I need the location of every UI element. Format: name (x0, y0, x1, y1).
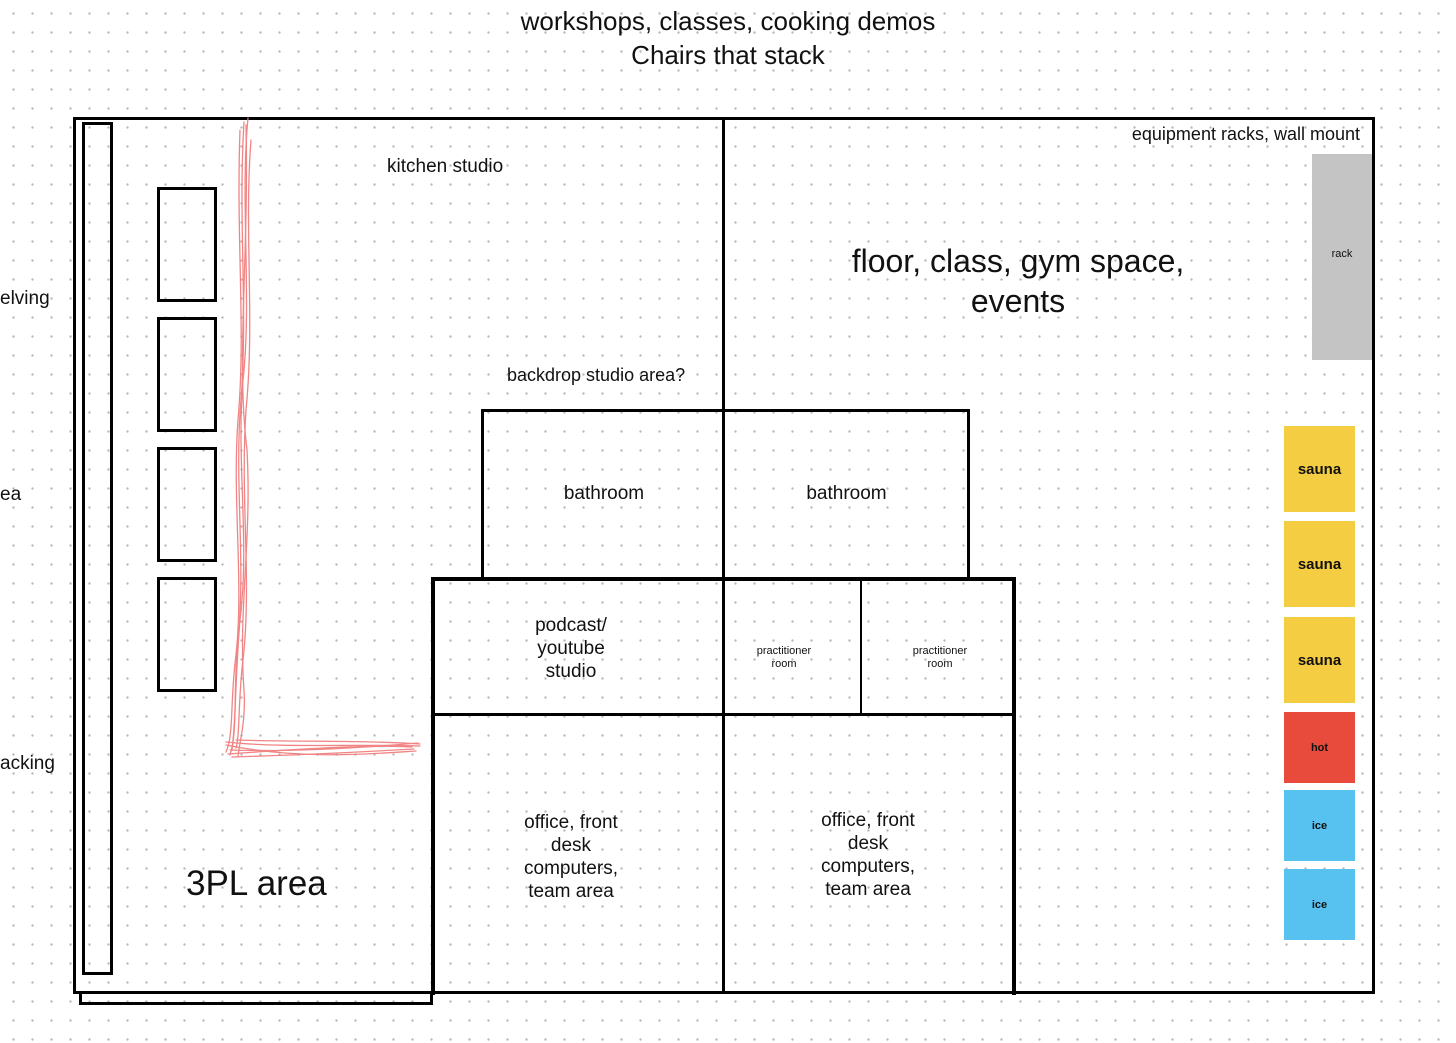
podcast-label-3: studio (545, 661, 597, 682)
sauna-label-3: sauna (1297, 651, 1342, 669)
office-right-label-4: team area (825, 879, 911, 900)
threepl-area-label: 3PL area (186, 864, 327, 903)
practitioner-left-label-1: practitioner (756, 645, 812, 657)
sauna-sticky-3: sauna (1284, 617, 1355, 703)
practitioner-left-label-2: room (771, 658, 797, 670)
bathroom-right-label: bathroom (806, 483, 887, 504)
practitioner-right-label-1: practitioner (912, 645, 968, 657)
shelving-unit (82, 122, 113, 975)
shelf-box-1 (157, 187, 217, 302)
bathroom-left-label: bathroom (563, 483, 645, 504)
rack-label: rack (1331, 248, 1353, 260)
sauna-label-1: sauna (1297, 460, 1342, 478)
equipment-racks-label: equipment racks, wall mount (1131, 124, 1360, 144)
office-left-label-1: office, front (524, 812, 618, 833)
office-left-label-3: computers, (524, 858, 618, 879)
practitioner-divider (860, 580, 862, 714)
ice-label-1: ice (1311, 819, 1328, 832)
shelf-box-2 (157, 317, 217, 432)
margin-label-shelving: elving (0, 288, 50, 309)
bottom-offset-outline (79, 992, 433, 1005)
center-divider (722, 117, 725, 994)
practitioner-right-label-2: room (927, 658, 953, 670)
hot-label: hot (1310, 741, 1329, 754)
ice-sticky-1: ice (1284, 790, 1355, 861)
sauna-sticky-2: sauna (1284, 521, 1355, 607)
header-line-1: workshops, classes, cooking demos (520, 6, 936, 36)
floor-space-label-2: events (970, 283, 1066, 319)
podcast-label-2: youtube (537, 638, 605, 659)
podcast-label-1: podcast/ (535, 615, 607, 636)
ice-label-2: ice (1311, 898, 1328, 911)
office-right-label-3: computers, (821, 856, 915, 877)
margin-label-area: ea (0, 484, 22, 505)
kitchen-studio-label: kitchen studio (387, 156, 504, 177)
floor-space-label-1: floor, class, gym space, (851, 243, 1185, 279)
office-right-label-2: desk (847, 833, 889, 854)
rooms-block (431, 577, 1016, 995)
hot-sticky: hot (1284, 712, 1355, 783)
ice-sticky-2: ice (1284, 869, 1355, 940)
backdrop-label: backdrop studio area? (507, 365, 686, 385)
shelf-box-4 (157, 577, 217, 692)
office-right-label-1: office, front (821, 810, 915, 831)
office-left-label-4: team area (528, 881, 614, 902)
header-line-2: Chairs that stack (631, 40, 825, 70)
sauna-sticky-1: sauna (1284, 426, 1355, 512)
shelf-box-3 (157, 447, 217, 562)
rooms-horizontal-divider (431, 713, 1016, 716)
rack-sticky: rack (1312, 154, 1372, 360)
sauna-label-2: sauna (1297, 555, 1342, 573)
margin-label-packing: acking (0, 753, 55, 774)
office-left-label-2: desk (550, 835, 592, 856)
